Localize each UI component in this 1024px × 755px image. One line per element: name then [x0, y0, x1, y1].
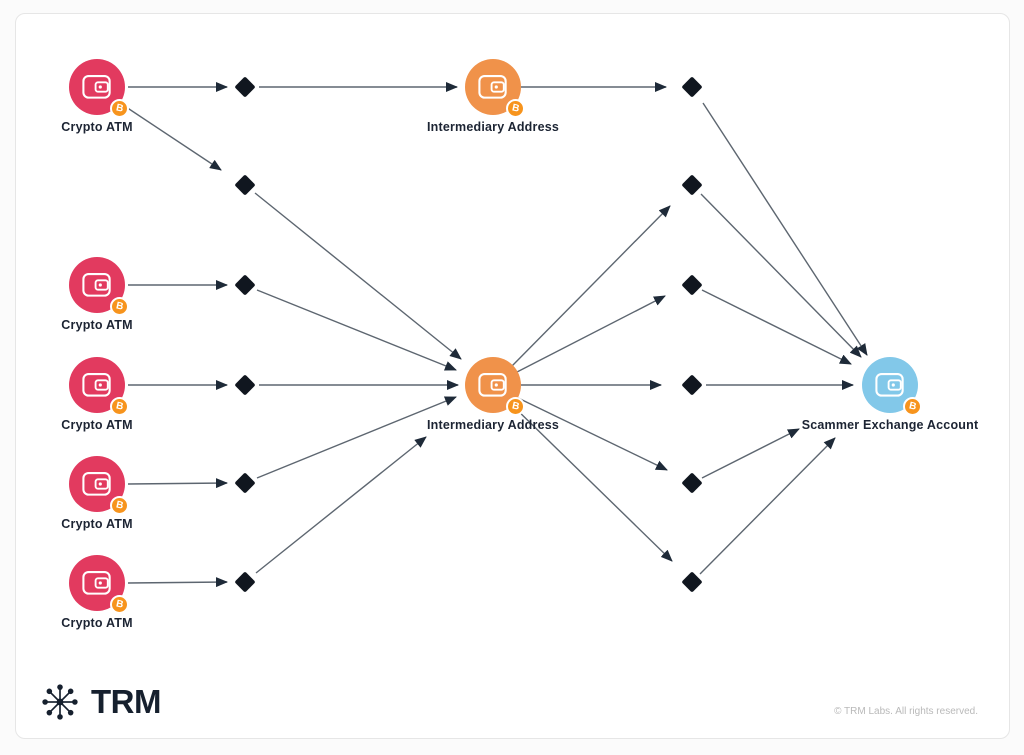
wallet-icon — [82, 570, 111, 595]
node-label: Crypto ATM — [61, 517, 133, 531]
transaction-diamond — [235, 473, 255, 493]
node-label: Intermediary Address — [426, 120, 560, 134]
transaction-diamond — [235, 375, 255, 395]
bitcoin-badge: B — [110, 99, 129, 118]
flow-arrow — [516, 295, 666, 373]
flow-arrow — [701, 428, 800, 479]
node-label: Crypto ATM — [61, 318, 133, 332]
flow-arrow — [515, 396, 668, 471]
transaction-diamond — [682, 473, 702, 493]
wallet-icon — [478, 74, 507, 99]
wallet-icon — [875, 372, 904, 397]
flow-arrow — [127, 478, 228, 489]
node-label: Crypto ATM — [61, 418, 133, 432]
transaction-diamond — [682, 77, 702, 97]
bitcoin-badge: B — [110, 595, 129, 614]
brand-name: TRM — [91, 683, 161, 720]
flow-arrow — [119, 102, 222, 171]
node-crypto-atm: B — [69, 257, 129, 316]
bitcoin-badge: B — [110, 496, 129, 515]
flow-arrow — [256, 396, 457, 479]
transaction-diamond — [682, 175, 702, 195]
node-crypto-atm: B — [69, 555, 129, 614]
flow-arrow — [701, 289, 852, 365]
node-label: Scammer Exchange Account — [801, 418, 979, 432]
transaction-layer — [235, 77, 702, 592]
node-crypto-atm: B — [69, 59, 129, 118]
node-label: Crypto ATM — [61, 616, 133, 630]
flow-arrow — [256, 289, 457, 371]
brand-lockup: TRM — [40, 681, 161, 723]
wallet-icon — [478, 372, 507, 397]
wallet-icon — [82, 372, 111, 397]
node-crypto-atm: B — [69, 357, 129, 416]
node-exchange: B — [862, 357, 922, 416]
flow-arrow — [700, 193, 862, 358]
wallet-icon — [82, 272, 111, 297]
wallet-icon — [82, 471, 111, 496]
flow-arrow — [511, 205, 671, 367]
transaction-diamond — [235, 275, 255, 295]
bitcoin-badge: B — [110, 397, 129, 416]
copyright-text: © TRM Labs. All rights reserved. — [834, 706, 978, 717]
transaction-diamond — [235, 572, 255, 592]
bitcoin-badge: B — [903, 397, 922, 416]
node-label: Crypto ATM — [61, 120, 133, 134]
flow-arrow — [255, 436, 427, 574]
node-label: Intermediary Address — [426, 418, 560, 432]
transaction-diamond — [682, 275, 702, 295]
flow-arrow — [127, 577, 228, 588]
transaction-diamond — [682, 572, 702, 592]
transaction-diamond — [235, 175, 255, 195]
edge-layer — [119, 82, 868, 588]
flow-arrow — [510, 403, 673, 562]
bitcoin-badge: B — [506, 99, 525, 118]
flow-arrow — [699, 437, 836, 575]
node-crypto-atm: B — [69, 456, 129, 515]
flow-arrow — [702, 102, 868, 356]
wallet-icon — [82, 74, 111, 99]
bitcoin-badge: B — [110, 297, 129, 316]
bitcoin-badge: B — [506, 397, 525, 416]
transaction-diamond — [235, 77, 255, 97]
node-intermediary: B — [465, 357, 525, 416]
node-intermediary: B — [465, 59, 525, 118]
flow-arrow — [254, 192, 462, 360]
transaction-diamond — [682, 375, 702, 395]
trm-network-hub-icon — [42, 684, 78, 720]
